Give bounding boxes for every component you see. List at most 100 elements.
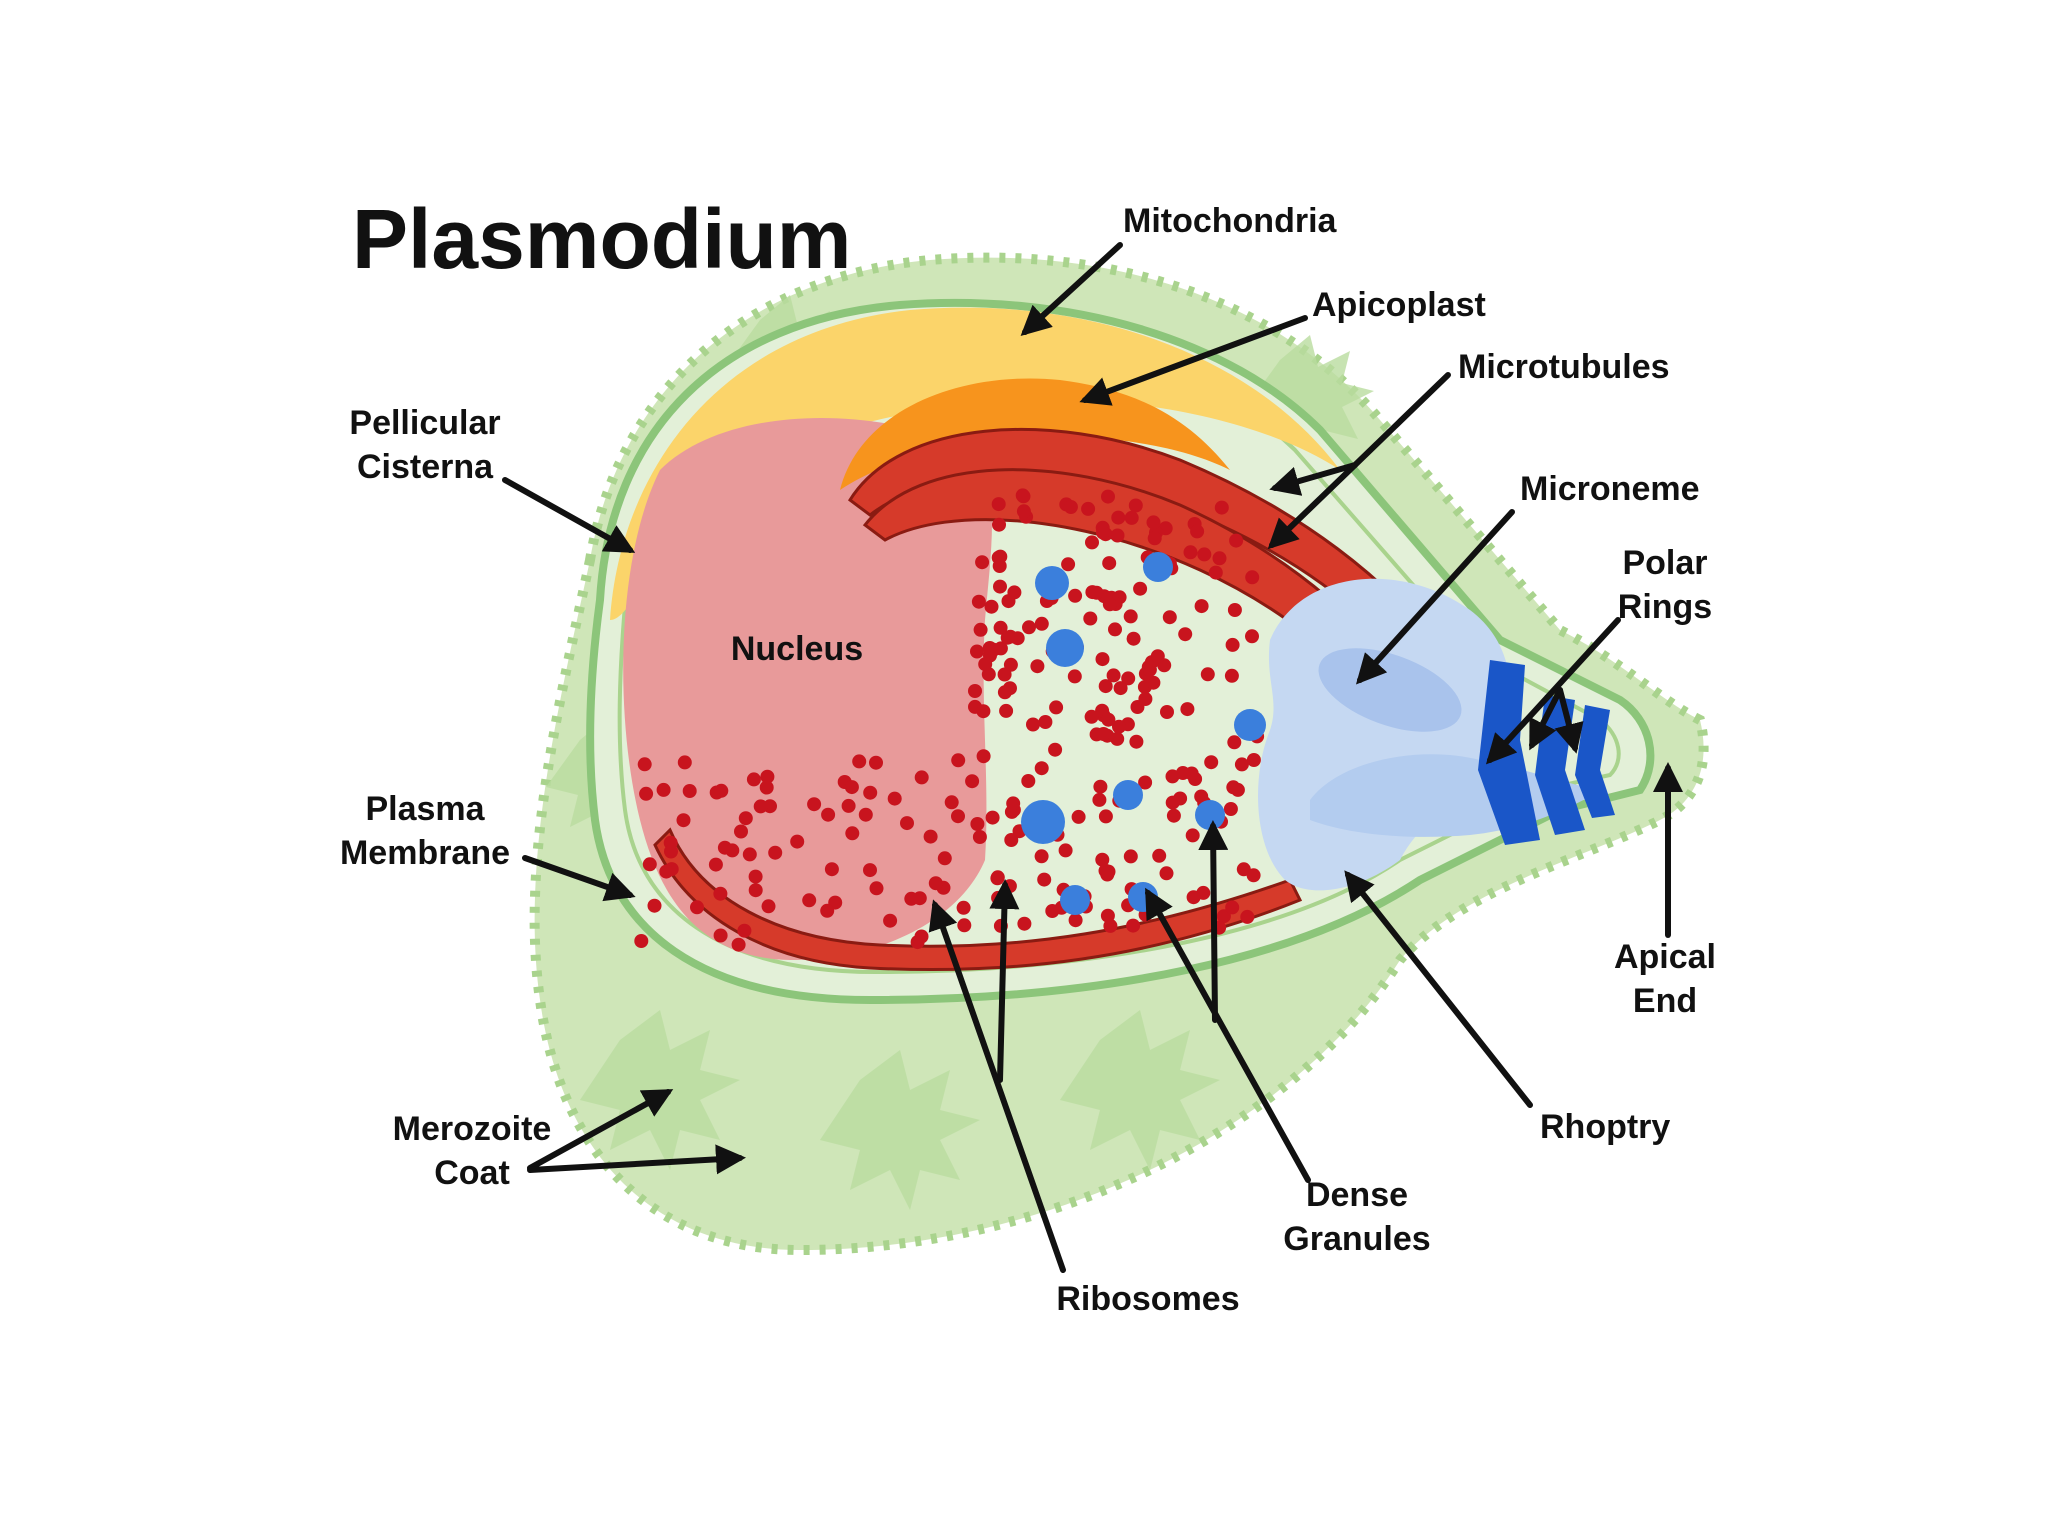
ribosome-dot <box>734 824 748 839</box>
ribosome-dot <box>844 780 859 795</box>
ribosome-dot <box>1178 627 1193 642</box>
label-rhoptry: Rhoptry <box>1540 1108 1670 1146</box>
label-nucleus: Nucleus <box>731 630 863 668</box>
ribosome-dot <box>664 844 678 859</box>
ribosome-dot <box>677 755 692 770</box>
ribosome-dot <box>976 749 991 764</box>
ribosome-dot <box>737 923 752 938</box>
ribosome-dot <box>1038 715 1053 729</box>
ribosome-dot <box>1128 498 1143 513</box>
ribosome-dot <box>1004 833 1019 847</box>
ribosome-dot <box>1103 918 1118 933</box>
ribosome-dot <box>978 657 993 672</box>
ribosome-dot <box>1093 779 1108 794</box>
ribosome-dot <box>1034 849 1049 864</box>
ribosome-dot <box>1108 622 1122 637</box>
ribosome-dot <box>1245 629 1259 644</box>
label-pellicular-2: Cisterna <box>357 448 494 486</box>
ribosome-dot <box>869 755 883 770</box>
ribosome-dot <box>1224 668 1239 683</box>
label-apical-2: End <box>1633 982 1697 1020</box>
ribosome-dot <box>845 826 860 841</box>
ribosome-dot <box>883 913 898 928</box>
ribosome-dot <box>1096 727 1111 741</box>
ribosome-dot <box>1159 866 1174 881</box>
ribosome-dot <box>1147 531 1162 546</box>
ribosome-dot <box>982 641 997 655</box>
ribosome-dot <box>1124 510 1139 525</box>
arrow-rhoptry <box>1344 870 1533 1108</box>
ribosome-dot <box>1030 659 1045 674</box>
dense-granules <box>1021 552 1266 915</box>
label-microneme: Microneme <box>1520 470 1700 508</box>
ribosome-dot <box>731 937 746 952</box>
ribosome-dot <box>863 863 877 878</box>
ribosome-dot <box>1175 766 1190 780</box>
ribosome-dot <box>1102 597 1117 612</box>
ribosome-dot <box>713 886 728 901</box>
ribosome-dot <box>802 893 817 908</box>
ribosome-dot <box>1048 742 1063 757</box>
ribosome-dot <box>659 864 674 879</box>
ribosome-dot <box>937 851 952 866</box>
ribosome-dot <box>1123 609 1138 624</box>
ribosome-dot <box>1068 588 1083 603</box>
ribosome-dot <box>1223 802 1238 816</box>
ribosome-dot <box>1085 535 1099 550</box>
ribosome-dot <box>821 807 836 822</box>
label-mitochondria: Mitochondria <box>1123 202 1338 240</box>
label-microtubules: Microtubules <box>1458 348 1670 386</box>
ribosome-dot <box>858 807 873 822</box>
ribosome-dot <box>768 845 783 860</box>
ribosome-dot <box>1026 717 1040 732</box>
label-ribosomes: Ribosomes <box>1056 1280 1239 1318</box>
arrow-mitochondria <box>1020 242 1123 337</box>
ribosome-dot <box>1010 631 1025 646</box>
label-apical-1: Apical <box>1614 938 1716 976</box>
ribosome-dot <box>1016 489 1031 504</box>
ribosome-dot <box>1194 599 1209 614</box>
ribosome-dot <box>992 517 1006 532</box>
ribosome-dot <box>1021 774 1036 788</box>
ribosome-dot <box>820 903 835 918</box>
ribosome-dot <box>970 644 984 659</box>
ribosome-dot <box>1160 705 1174 719</box>
ribosome-dot <box>1063 500 1078 514</box>
arrow-apicoplast <box>1079 315 1308 406</box>
ribosome-dot <box>852 754 867 769</box>
ribosome-dot <box>887 791 902 806</box>
ribosome-dot <box>1194 789 1209 804</box>
pointer-arrows <box>502 242 1683 1273</box>
ribosome-dot <box>1240 909 1255 924</box>
microneme <box>1318 648 1462 732</box>
ribosome-dot <box>1121 671 1136 686</box>
ribosome-dot <box>900 816 914 831</box>
ribosome-dot <box>993 641 1008 656</box>
ribosome-dot <box>634 934 649 948</box>
arrow-polar-rings-a <box>1485 617 1621 765</box>
ribosome-dot <box>914 770 929 785</box>
ribosome-dot <box>742 847 757 862</box>
ribosome-dot <box>1190 524 1205 539</box>
ribosome-dot <box>725 843 740 858</box>
ribosome-dot <box>1146 515 1161 530</box>
ribosome-dot <box>690 900 704 915</box>
ribosome-dot <box>1067 669 1082 684</box>
label-coat-2: Coat <box>434 1154 510 1192</box>
ribosome-dot <box>1129 734 1144 749</box>
ribosome-dot <box>1101 489 1115 504</box>
ribosome-dot <box>1095 652 1110 667</box>
ribosome-dot <box>1049 700 1064 715</box>
ribosome-dot <box>1165 795 1180 810</box>
ribosome-dot <box>975 555 990 570</box>
ribosome-dot <box>642 857 657 872</box>
ribosome-dot <box>971 594 986 609</box>
ribosome-dot <box>748 869 763 884</box>
ribosome-dot <box>713 928 728 943</box>
ribosome-dot <box>1246 868 1261 883</box>
ribosome-dot <box>1081 501 1096 516</box>
ribosome-dot <box>637 757 652 772</box>
ribosome-dot <box>1034 616 1049 631</box>
ribosome-dot <box>990 871 1005 886</box>
